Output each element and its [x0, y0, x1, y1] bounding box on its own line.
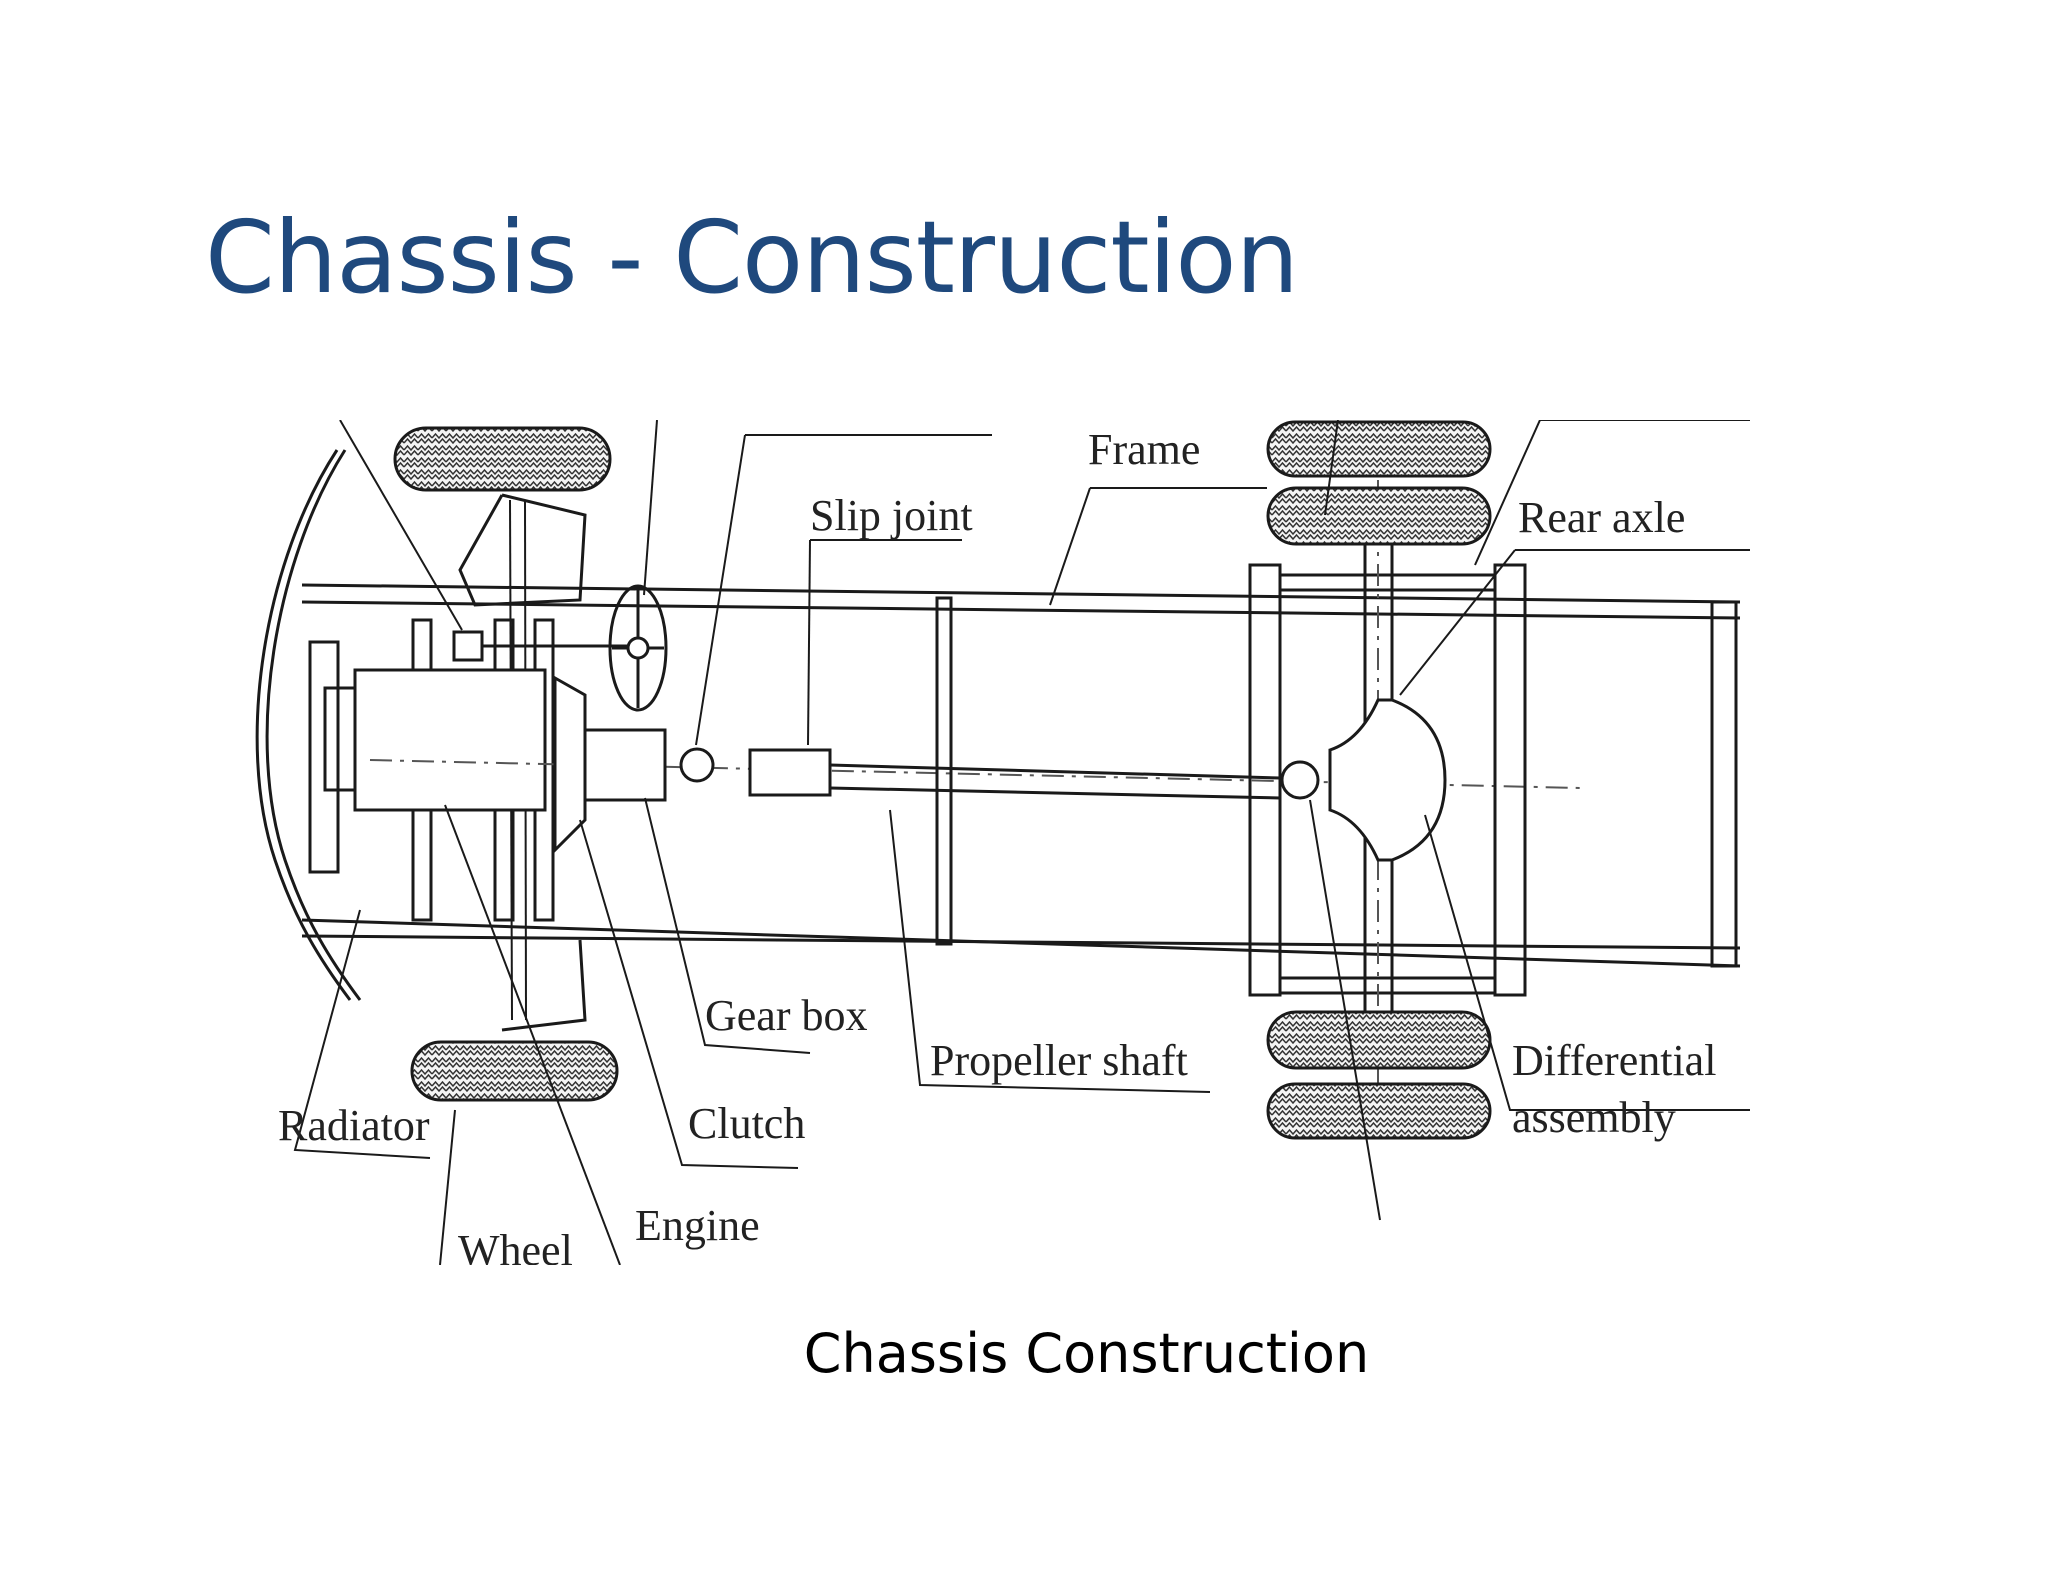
label-engine: Engine — [635, 1201, 760, 1250]
label-radiator: Radiator — [278, 1101, 430, 1150]
chassis-diagram-svg: Frame Slip joint Rear axle Gear box Prop… — [255, 420, 1750, 1265]
chassis-diagram: Frame Slip joint Rear axle Gear box Prop… — [250, 420, 1785, 1265]
label-gear-box: Gear box — [705, 991, 868, 1040]
rear-right-wheel-inner — [1266, 1010, 1492, 1070]
front-right-wheel — [410, 1040, 619, 1102]
frame-side-members — [301, 583, 1741, 968]
label-propeller-shaft: Propeller shaft — [930, 1036, 1188, 1085]
engine-block — [353, 668, 547, 812]
label-wheel: Wheel — [458, 1226, 573, 1265]
slip-joint — [748, 748, 832, 797]
differential-housing — [1328, 698, 1447, 862]
gear-box — [583, 728, 667, 802]
label-assembly: assembly — [1512, 1093, 1676, 1142]
figure-caption: Chassis Construction — [803, 1322, 1370, 1385]
label-rear-axle: Rear axle — [1518, 493, 1685, 542]
rear-right-wheel-outer — [1266, 1082, 1492, 1140]
rear-left-wheel-outer — [1266, 420, 1492, 478]
label-frame: Frame — [1088, 425, 1200, 474]
front-bumper — [265, 449, 362, 1001]
rear-left-wheel-inner — [1266, 486, 1492, 546]
steering-wheel-icon — [608, 584, 668, 712]
front-left-wheel — [393, 426, 612, 492]
label-slip-joint: Slip joint — [810, 491, 973, 540]
clutch-housing — [553, 675, 587, 854]
slide-title: Chassis - Construction — [205, 199, 1299, 316]
label-clutch: Clutch — [688, 1099, 805, 1148]
label-differential: Differential — [1512, 1036, 1716, 1085]
